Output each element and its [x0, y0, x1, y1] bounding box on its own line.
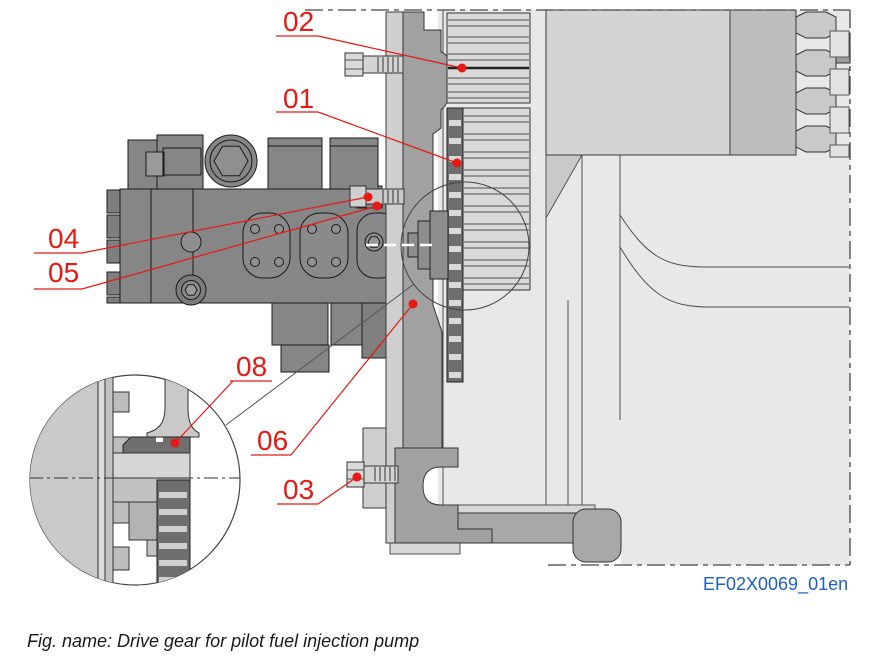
detail-strip-1 [97, 375, 106, 585]
mating-tooth [829, 144, 850, 158]
detail-hub-band-upper [112, 452, 191, 479]
drawing-reference-code: EF02X0069_01en [703, 574, 848, 595]
pump-cover-oval [242, 212, 291, 279]
mating-tooth [829, 68, 850, 96]
pump-foot-lower [280, 344, 330, 373]
callout-leader [317, 35, 463, 69]
figure-caption: Fig. name: Drive gear for pilot fuel inj… [27, 631, 419, 651]
detail-circle [29, 374, 241, 586]
callout-06: 06 [251, 299, 418, 456]
flange-foot [394, 447, 493, 544]
detail-plate [30, 375, 99, 585]
detail-notch [156, 437, 163, 442]
callout-08: 08 [170, 351, 272, 448]
callout-dot [457, 63, 467, 73]
callout-label-04: 04 [48, 223, 79, 254]
detail-block [112, 391, 130, 413]
callout-05: 05 [34, 201, 382, 290]
pump-bracket [361, 302, 387, 359]
callout-label-02: 02 [283, 6, 314, 37]
callout-label-05: 05 [48, 257, 79, 288]
callout-label-06: 06 [257, 425, 288, 456]
gear-section-lower [462, 107, 531, 291]
callout-dot [363, 192, 373, 202]
callout-dot [408, 299, 418, 309]
callout-02: 02 [276, 6, 467, 73]
block-curve-2 [619, 246, 849, 308]
camshaft-hub-block [545, 9, 731, 156]
detail-contents [30, 375, 240, 585]
pump-top-inner [162, 147, 202, 176]
bolt-threads [374, 467, 396, 481]
bolt-shank [363, 465, 399, 484]
pump-fin [106, 271, 122, 296]
bolt-threads [382, 190, 399, 203]
drive-gear-section [366, 12, 531, 383]
gear-hatch-lines [448, 19, 529, 99]
callout-label-08: 08 [236, 351, 267, 382]
detail-strip-2 [104, 375, 114, 585]
callout-dot [170, 438, 180, 448]
callout-label-01: 01 [283, 83, 314, 114]
pump-fin [106, 189, 122, 214]
bolt-head [344, 52, 364, 77]
hex-plug-icon [213, 145, 249, 177]
boundary-lines [305, 9, 851, 566]
detail-block [112, 546, 130, 571]
gear-teeth-slots [449, 120, 461, 378]
drain-plug-hex [184, 284, 198, 296]
camshaft-rim [729, 9, 797, 156]
bolt-top [344, 52, 404, 77]
callout-dot [352, 472, 362, 482]
cover-bolt [307, 224, 317, 234]
gear-hatch-lines [464, 115, 529, 285]
callout-leader [317, 476, 358, 505]
callout-leader [81, 205, 378, 290]
detail-teeth-slots [159, 492, 187, 583]
callout-leader [290, 303, 414, 456]
bolt-threads [377, 57, 399, 72]
callout-leader [174, 380, 234, 444]
block-foot [572, 508, 622, 563]
block-under-strip [389, 542, 461, 555]
pump-foot [271, 302, 329, 346]
detail-block [112, 501, 130, 524]
callout-04: 04 [34, 192, 373, 254]
hex-plug-ring [209, 139, 253, 183]
pump-top-box [156, 134, 204, 190]
detail-gear-web [146, 375, 200, 438]
cover-bolt [307, 257, 317, 267]
pump-fin [106, 239, 122, 264]
pump-fin [106, 214, 122, 239]
pump-assembly [106, 134, 419, 373]
gear-section-upper [446, 12, 531, 104]
mating-tooth [829, 30, 850, 58]
callout-label-03: 03 [283, 474, 314, 505]
cover-bolt [250, 257, 260, 267]
callout-dot [452, 158, 462, 168]
cover-bolt [250, 224, 260, 234]
callout-03: 03 [277, 472, 362, 505]
callout-leader [81, 196, 369, 254]
cover-bolt [331, 224, 341, 234]
camshaft-gear-teeth [795, 11, 851, 158]
cover-bolt [331, 257, 341, 267]
detail-reference-circle [400, 181, 530, 311]
cover-bolt [274, 257, 284, 267]
callout-dot [372, 201, 382, 211]
hub-step-large [429, 210, 449, 280]
pump-cover-oval [299, 212, 349, 279]
detail-connector-line [225, 283, 415, 426]
callout-leader [317, 111, 458, 164]
pump-top-nub [145, 151, 165, 177]
pump-fin [106, 296, 122, 304]
block-curve-1 [619, 214, 849, 268]
mating-tooth [829, 106, 850, 134]
callout-01: 01 [276, 83, 462, 168]
engine-block [389, 9, 851, 565]
pump-port-circle [180, 231, 202, 253]
